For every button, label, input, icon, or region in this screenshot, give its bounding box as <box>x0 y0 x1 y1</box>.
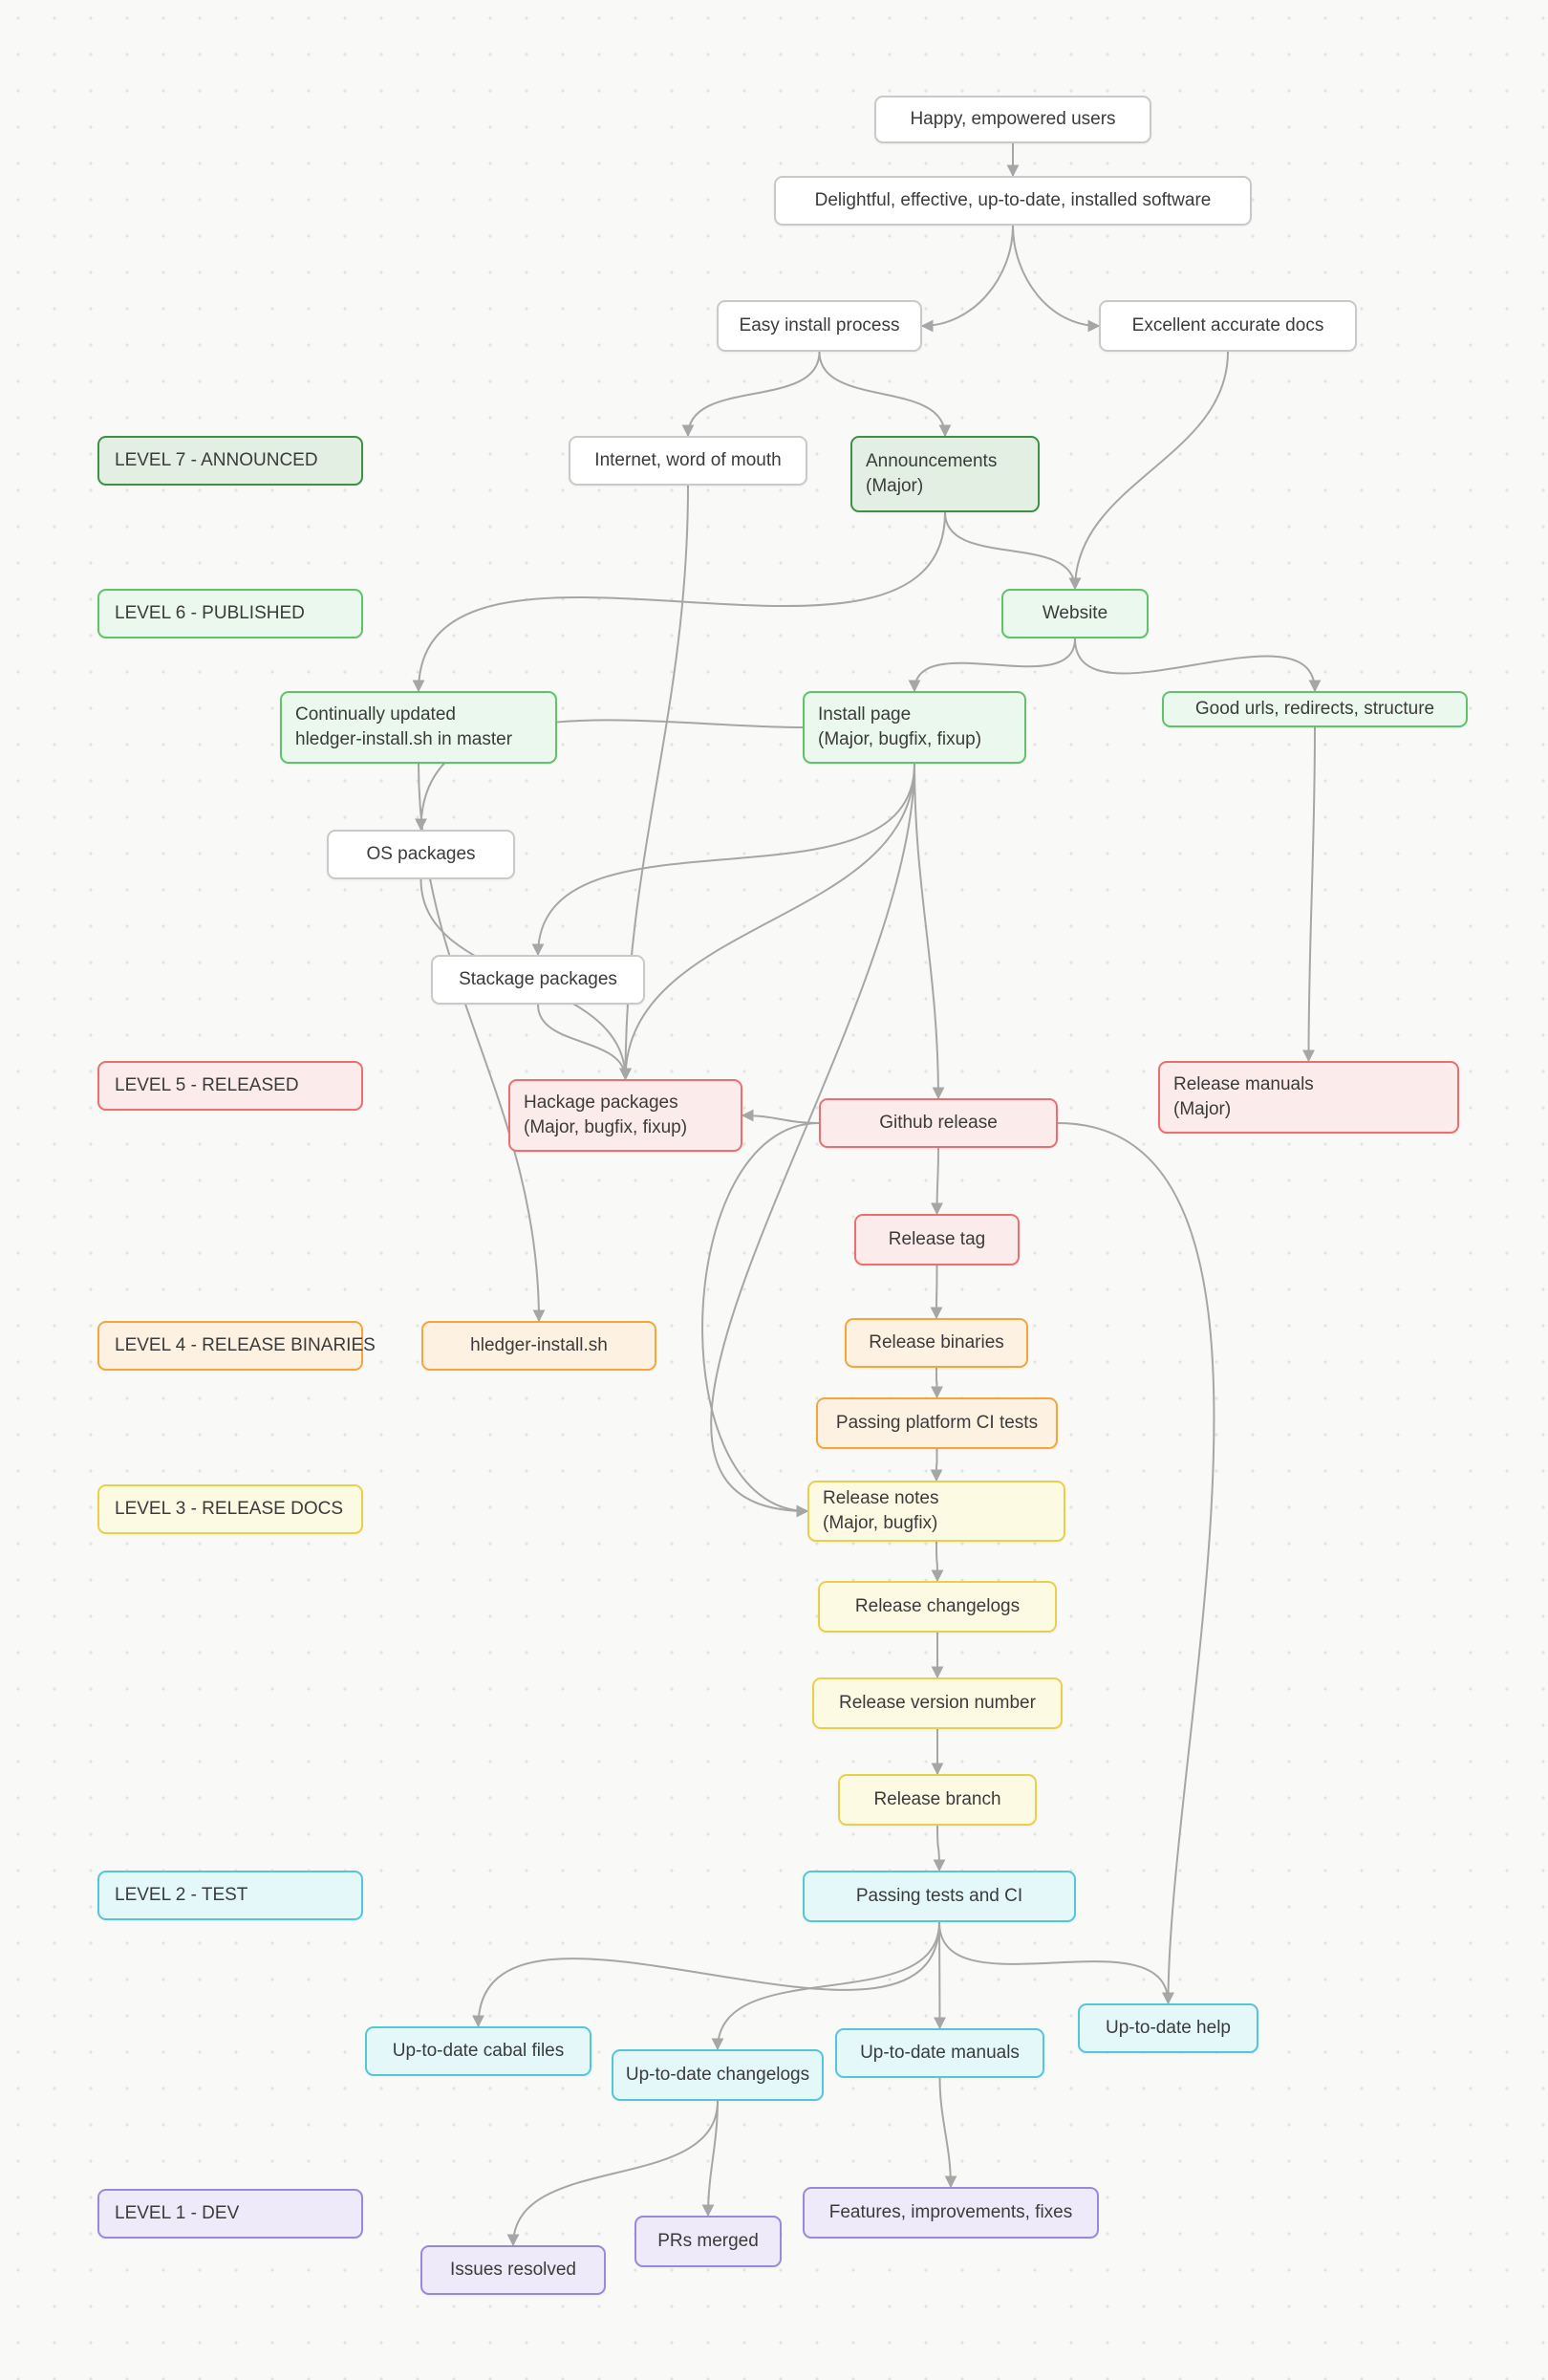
node-excellent-accurate-docs[interactable]: Excellent accurate docs <box>1099 300 1357 352</box>
level-label-5-released[interactable]: LEVEL 5 - RELEASED <box>97 1061 363 1111</box>
node-stackage-packages[interactable]: Stackage packages <box>431 955 645 1005</box>
level-label-7-announced[interactable]: LEVEL 7 - ANNOUNCED <box>97 436 363 486</box>
edge-install_page-to-hackage_packages <box>619 763 915 1081</box>
node-release-tag[interactable]: Release tag <box>854 1214 1020 1266</box>
edge-passing_tests_and_ci-to-up_to_date_manuals <box>933 1921 946 2030</box>
level-label-2-test[interactable]: LEVEL 2 - TEST <box>97 1871 363 1920</box>
node-up-to-date-cabal-files[interactable]: Up-to-date cabal files <box>365 2026 591 2076</box>
node-up-to-date-changelogs[interactable]: Up-to-date changelogs <box>612 2049 824 2101</box>
node-happy-users[interactable]: Happy, empowered users <box>874 96 1151 143</box>
node-good-urls-redirects-structure[interactable]: Good urls, redirects, structure <box>1162 691 1468 727</box>
edge-up_to_date_changelogs-to-prs_merged <box>701 2100 719 2218</box>
node-passing-tests-and-ci[interactable]: Passing tests and CI <box>803 1871 1076 1922</box>
node-website[interactable]: Website <box>1001 589 1149 638</box>
node-announcements-sublabel: (Major) <box>866 476 924 496</box>
node-release-notes-sublabel: (Major, bugfix) <box>823 1513 938 1533</box>
node-install-page[interactable]: Install page (Major, bugfix, fixup) <box>803 691 1026 764</box>
node-internet-word-of-mouth[interactable]: Internet, word of mouth <box>569 436 807 486</box>
node-up-to-date-help[interactable]: Up-to-date help <box>1078 2003 1258 2053</box>
node-release-manuals-label: Release manuals <box>1173 1074 1314 1094</box>
level-label-6-published[interactable]: LEVEL 6 - PUBLISHED <box>97 589 363 638</box>
edge-install_page-to-github_release <box>914 763 945 1100</box>
edge-announcements-to-continually_updated <box>412 511 946 693</box>
edge-good_urls-to-release_manuals <box>1302 726 1316 1063</box>
node-release-binaries[interactable]: Release binaries <box>845 1318 1028 1368</box>
node-features-improvements-fixes[interactable]: Features, improvements, fixes <box>803 2187 1099 2239</box>
node-install-page-label: Install page <box>818 704 912 725</box>
node-release-notes[interactable]: Release notes (Major, bugfix) <box>807 1481 1065 1542</box>
node-release-manuals-sublabel: (Major) <box>1173 1099 1232 1119</box>
edge-release_tag-to-release_binaries <box>930 1265 943 1320</box>
node-release-notes-label: Release notes <box>823 1488 939 1508</box>
node-passing-platform-ci-tests[interactable]: Passing platform CI tests <box>816 1397 1058 1449</box>
edge-stackage_packages-to-hackage_packages <box>537 1004 632 1081</box>
node-os-packages[interactable]: OS packages <box>327 830 515 879</box>
edge-release_binaries-to-passing_platform_ci_tests <box>930 1367 943 1399</box>
edge-github_release-to-hackage_packages <box>741 1109 820 1124</box>
node-release-manuals[interactable]: Release manuals (Major) <box>1158 1061 1459 1134</box>
edge-up_to_date_manuals-to-features_improvements_fixes <box>938 2077 957 2189</box>
node-hackage-packages-label: Hackage packages <box>524 1093 678 1113</box>
edge-announcements-to-website <box>944 511 1082 591</box>
node-hledger-install-sh[interactable]: hledger-install.sh <box>421 1321 656 1371</box>
edge-delightful_software-to-excellent_docs <box>1012 225 1101 333</box>
node-github-release[interactable]: Github release <box>819 1098 1058 1148</box>
node-hackage-packages-sublabel: (Major, bugfix, fixup) <box>524 1117 688 1137</box>
edge-website-to-install_page <box>908 638 1076 693</box>
node-continually-updated-label: Continually updated <box>295 704 456 725</box>
edge-delightful_software-to-easy_install <box>920 225 1014 333</box>
edge-website-to-good_urls <box>1074 638 1322 693</box>
edge-easy_install-to-announcements <box>818 351 952 438</box>
node-continually-updated-hledger-install[interactable]: Continually updated hledger-install.sh i… <box>280 691 557 764</box>
node-announcements-label: Announcements <box>866 451 998 471</box>
node-release-branch[interactable]: Release branch <box>838 1774 1037 1826</box>
level-label-1-dev[interactable]: LEVEL 1 - DEV <box>97 2189 363 2239</box>
node-install-page-sublabel: (Major, bugfix, fixup) <box>818 729 982 749</box>
level-label-4-release-binaries[interactable]: LEVEL 4 - RELEASE BINARIES <box>97 1321 376 1371</box>
edge-github_release-to-release_notes <box>701 1122 820 1518</box>
edge-github_release-to-release_tag <box>931 1147 944 1216</box>
edge-passing_platform_ci_tests-to-release_notes <box>930 1448 943 1482</box>
edge-release_notes-to-release_changelogs <box>931 1541 944 1583</box>
node-easy-install-process[interactable]: Easy install process <box>717 300 922 352</box>
edge-passing_tests_and_ci-to-up_to_date_help <box>938 1921 1174 2005</box>
node-continually-updated-sublabel: hledger-install.sh in master <box>295 729 513 749</box>
node-release-version-number[interactable]: Release version number <box>812 1677 1063 1729</box>
edge-passing_tests_and_ci-to-up_to_date_cabal_files <box>472 1921 940 2028</box>
edge-github_release-to-up_to_date_help <box>1057 1122 1215 2005</box>
node-hackage-packages[interactable]: Hackage packages (Major, bugfix, fixup) <box>508 1079 742 1152</box>
node-issues-resolved[interactable]: Issues resolved <box>420 2245 606 2295</box>
edge-easy_install-to-internet_word_of_mouth <box>681 351 821 438</box>
edge-install_page-to-stackage_packages <box>531 763 915 957</box>
node-delightful-software[interactable]: Delightful, effective, up-to-date, insta… <box>774 176 1252 226</box>
edge-release_branch-to-passing_tests_and_ci <box>933 1825 946 1872</box>
node-release-changelogs[interactable]: Release changelogs <box>818 1581 1057 1633</box>
level-label-3-release-docs[interactable]: LEVEL 3 - RELEASE DOCS <box>97 1484 363 1534</box>
node-prs-merged[interactable]: PRs merged <box>634 2216 782 2267</box>
edge-excellent_docs-to-website <box>1068 351 1229 591</box>
node-up-to-date-manuals[interactable]: Up-to-date manuals <box>835 2028 1044 2078</box>
node-announcements[interactable]: Announcements (Major) <box>850 436 1040 512</box>
